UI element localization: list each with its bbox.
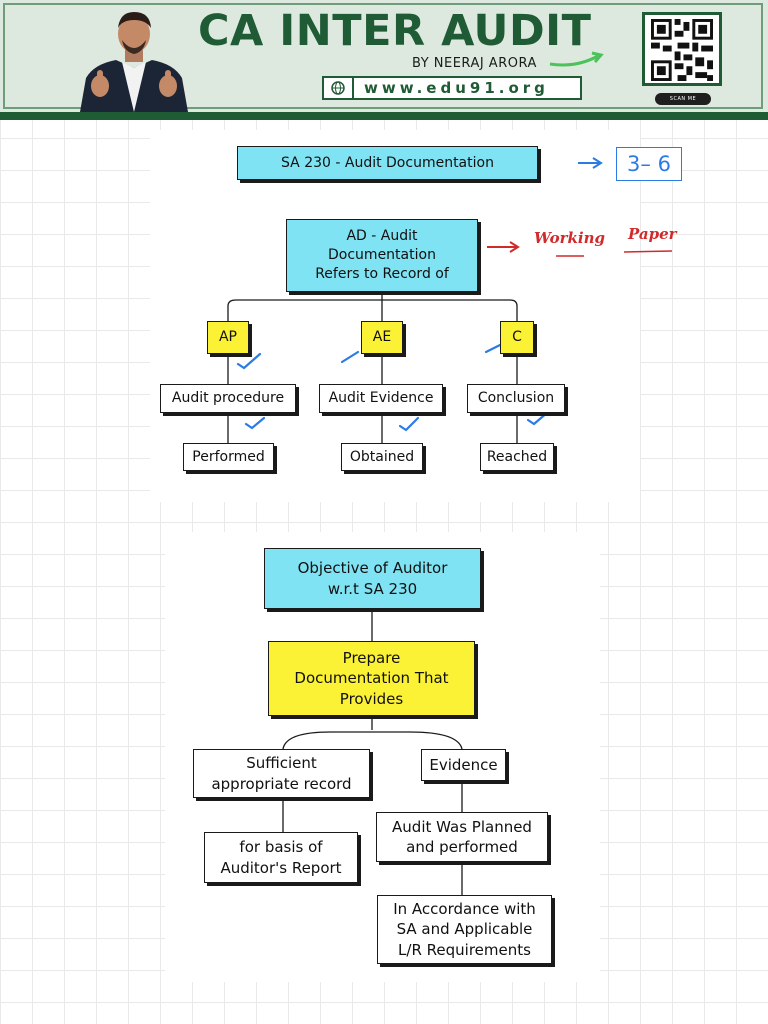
qr-code-icon	[651, 19, 713, 81]
header-banner: CA INTER AUDIT BY NEERAJ ARORA www.edu91…	[0, 0, 768, 120]
conclusion-box: Conclusion	[467, 384, 565, 413]
c-box: C	[500, 321, 534, 354]
sufficient-record-box: Sufficient appropriate record	[193, 749, 370, 798]
swoosh-arrow-icon	[549, 51, 604, 67]
presenter-photo	[80, 12, 188, 112]
banner-title: CA INTER AUDIT	[198, 6, 592, 56]
reached-box: Reached	[480, 443, 554, 471]
tick-icons	[236, 342, 550, 432]
audit-planned-box: Audit Was Planned and performed	[376, 812, 548, 862]
working-annotation: Working	[534, 229, 606, 247]
website-link[interactable]: www.edu91.org	[322, 76, 582, 100]
qr-code[interactable]	[642, 12, 722, 86]
arrow-right-icon	[578, 157, 603, 169]
diagram-1-canvas	[150, 130, 640, 502]
header-frame	[3, 3, 763, 109]
accordance-box: In Accordance with SA and Applicable L/R…	[377, 895, 552, 964]
objective-box: Objective of Auditor w.r.t SA 230	[264, 548, 481, 609]
obtained-box: Obtained	[341, 443, 423, 471]
evidence-box: Evidence	[421, 749, 506, 781]
banner-byline: BY NEERAJ ARORA	[412, 56, 537, 71]
page-range-box: 3– 6	[616, 147, 682, 181]
ae-box: AE	[361, 321, 403, 354]
prepare-documentation-box: Prepare Documentation That Provides	[268, 641, 475, 716]
audit-procedure-box: Audit procedure	[160, 384, 296, 413]
paper-annotation: Paper	[628, 225, 677, 243]
red-arrow-icon	[487, 241, 520, 253]
website-url: www.edu91.org	[364, 79, 549, 97]
basis-report-box: for basis of Auditor's Report	[204, 832, 358, 883]
ap-box: AP	[207, 321, 249, 354]
performed-box: Performed	[183, 443, 274, 471]
sa230-title-box: SA 230 - Audit Documentation	[237, 146, 538, 180]
scan-me-label: SCAN ME	[655, 93, 711, 105]
globe-icon	[324, 78, 354, 98]
audit-evidence-box: Audit Evidence	[319, 384, 443, 413]
audit-documentation-box: AD - Audit Documentation Refers to Recor…	[286, 219, 478, 292]
